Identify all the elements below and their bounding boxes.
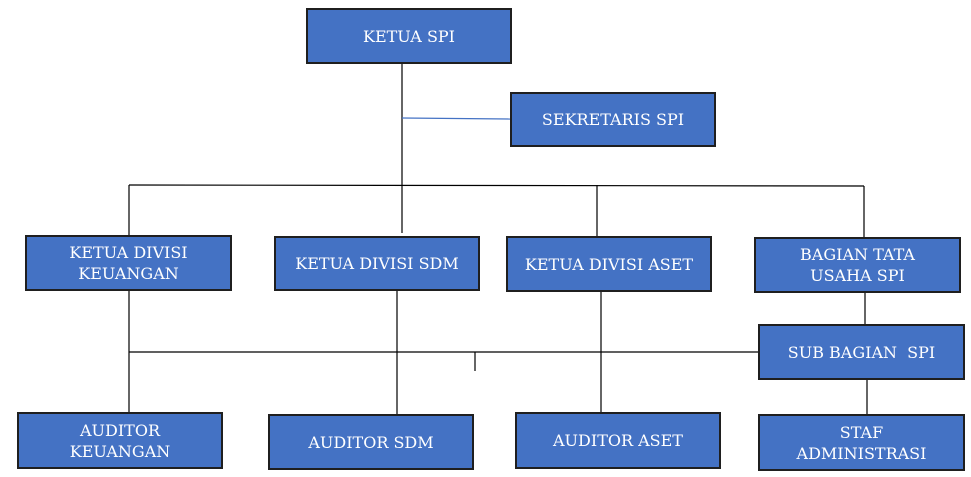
divisi-sdm-label: KETUA DIVISI SDM [295, 254, 459, 273]
auditor-sdm-label: AUDITOR SDM [308, 432, 434, 452]
ketua-spi-label: KETUA SPI [363, 26, 455, 46]
sekretaris-spi-label: SEKRETARIS SPI [541, 110, 685, 129]
auditor-aset-label: AUDITOR ASET [553, 431, 683, 450]
divisi-keuangan-label: KETUA DIVISI KEUANGAN [69, 243, 188, 283]
divisi-aset-box: KETUA DIVISI ASET [506, 236, 712, 292]
connector-top-bus [128, 184, 865, 187]
staf-administrasi-box: STAF ADMINISTRASI [758, 414, 965, 471]
auditor-sdm-box: AUDITOR SDM [268, 414, 474, 470]
tata-usaha-box: BAGIAN TATA USAHA SPI [754, 237, 961, 293]
connector-to-sekretaris [401, 117, 512, 120]
auditor-keuangan-label: AUDITOR KEUANGAN [69, 420, 171, 461]
tata-usaha-label: BAGIAN TATA USAHA SPI [800, 245, 915, 285]
divisi-keuangan-box: KETUA DIVISI KEUANGAN [25, 235, 232, 291]
divisi-sdm-box: KETUA DIVISI SDM [274, 236, 480, 291]
auditor-keuangan-box: AUDITOR KEUANGAN [17, 412, 223, 469]
sub-bagian-box: SUB BAGIAN SPI [758, 324, 965, 380]
sub-bagian-label: SUB BAGIAN SPI [787, 342, 936, 362]
ketua-spi-box: KETUA SPI [306, 8, 512, 64]
auditor-aset-box: AUDITOR ASET [515, 412, 721, 469]
sekretaris-spi-box: SEKRETARIS SPI [510, 92, 716, 147]
staf-administrasi-label: STAF ADMINISTRASI [796, 422, 927, 463]
divisi-aset-label: KETUA DIVISI ASET [524, 254, 694, 274]
